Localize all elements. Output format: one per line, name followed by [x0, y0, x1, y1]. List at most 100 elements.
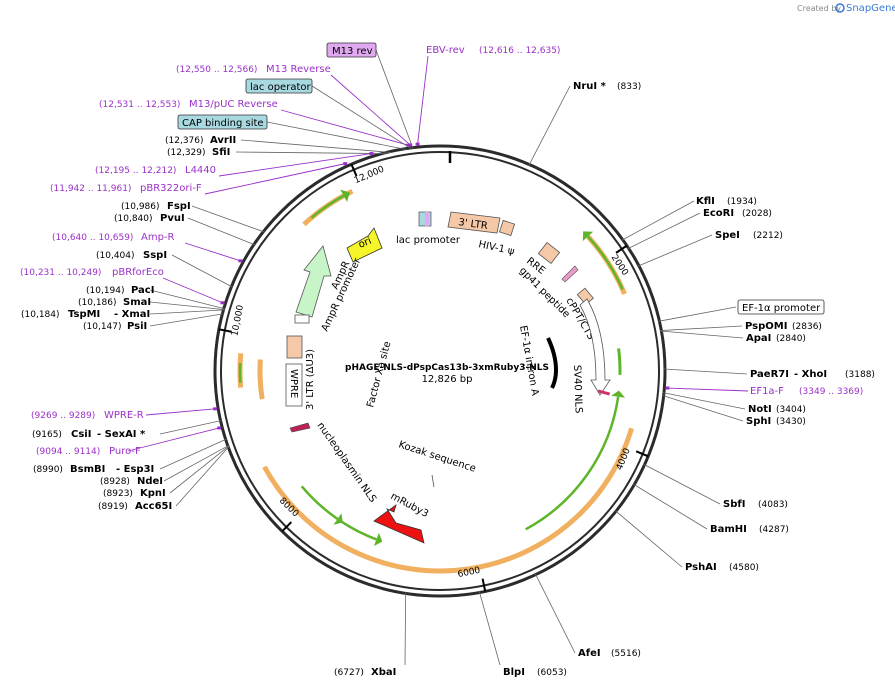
site-acc65i[interactable]: (8919)Acc65I: [98, 501, 172, 512]
svg-text:(10,147): (10,147): [83, 322, 122, 332]
site-noti[interactable]: NotI(3404): [748, 404, 806, 415]
kozak-leader: [431, 474, 435, 488]
svg-text:(10,840): (10,840): [114, 214, 153, 224]
svg-text:(12,195 .. 12,212): (12,195 .. 12,212): [95, 166, 176, 176]
site-tspmi-xmai[interactable]: (10,184)TspMI- XmaI: [21, 309, 150, 320]
svg-text:(2840): (2840): [776, 334, 806, 344]
site-sphi[interactable]: SphI(3430): [746, 416, 806, 427]
primer-pbrforeco[interactable]: (10,231 .. 10,249)pBRforEco: [20, 267, 164, 278]
primer-wpre-r[interactable]: (9269 .. 9289)WPRE-R: [31, 410, 144, 421]
site-nrui[interactable]: NruI *(833): [573, 81, 641, 92]
rre-box: [537, 241, 561, 265]
sv40-nls-label: SV40 NLS: [571, 365, 584, 414]
svg-text:FspI: FspI: [167, 201, 191, 212]
tick-2000: [615, 244, 628, 254]
svg-text:PaeR7I: PaeR7I: [750, 369, 789, 380]
ef1a-promoter-box[interactable]: EF-1α promoter: [737, 299, 825, 315]
svg-text:(12,329): (12,329): [167, 148, 206, 158]
tick-12000: [350, 163, 358, 177]
box-leader-1: [311, 85, 412, 150]
site-kfli[interactable]: KflI(1934): [696, 196, 757, 207]
site-sbfi[interactable]: SbfI(4083): [723, 499, 788, 510]
site-kpni[interactable]: (8923)KpnI: [103, 488, 166, 499]
leader-8: [662, 395, 744, 422]
primer-ebv-rev[interactable]: EBV-rev(12,616 .. 12,635): [426, 45, 560, 56]
site-pvui[interactable]: (10,840)PvuI: [114, 213, 185, 224]
site-bsmbi-esp3i[interactable]: (8990)BsmBI- Esp3I: [33, 464, 154, 475]
leader-12: [534, 573, 576, 654]
plasmid-name: pHAGE-NLS-dPspCas13b-3xmRuby3-NLS: [345, 363, 549, 373]
m13-rev-box[interactable]: M13 rev: [326, 42, 377, 58]
site-ndei[interactable]: (8928)NdeI: [100, 476, 163, 487]
primer-l4440[interactable]: (12,195 .. 12,212)L4440: [95, 165, 216, 176]
svg-text:(1934): (1934): [727, 197, 757, 207]
site-sfii[interactable]: (12,329)SfiI: [167, 147, 230, 158]
site-ecori[interactable]: EcoRI(2028): [703, 208, 772, 219]
site-fspi[interactable]: (10,986)FspI: [121, 201, 191, 212]
site-psii[interactable]: (10,147) PsiI: [83, 321, 147, 332]
primer-m13-reverse[interactable]: (12,550 .. 12,566) M13 Reverse: [176, 64, 331, 75]
site-afei[interactable]: AfeI(5516): [578, 648, 641, 659]
svg-text:TspMI: TspMI: [68, 309, 100, 320]
site-pshai[interactable]: PshAI(4580): [685, 562, 759, 573]
site-bamhi[interactable]: BamHI(4287): [710, 524, 789, 535]
primer-leader-3: [218, 153, 372, 177]
svg-text:(8928): (8928): [100, 477, 130, 487]
primer-amp-r[interactable]: (10,640 .. 10,659)Amp-R: [52, 232, 175, 243]
leader-15: [175, 446, 230, 507]
svg-text:SspI: SspI: [143, 250, 167, 261]
leader-28: [240, 139, 392, 153]
site-paci[interactable]: (10,194)PacI: [86, 285, 154, 296]
lac-promoter-label: lac promoter: [396, 235, 461, 246]
hiv-psi-box: [498, 219, 516, 237]
orf-arrow-5-head: [333, 513, 343, 525]
leader-29: [658, 306, 737, 322]
svg-text:Acc65I: Acc65I: [135, 501, 172, 512]
wpre-label: WPRE: [288, 369, 299, 398]
primer-puro-f[interactable]: (9094 .. 9114)Puro-F: [36, 446, 141, 457]
site-apai[interactable]: ApaI(2840): [746, 333, 806, 344]
site-paer7i-xhoi[interactable]: PaeR7I- XhoI(3188): [750, 369, 875, 380]
svg-text:NotI: NotI: [748, 404, 772, 415]
leader-10: [633, 483, 708, 530]
orf-band-6: [257, 359, 265, 400]
site-xbai[interactable]: (6727)XbaI: [334, 667, 396, 678]
site-csii-sexai[interactable]: (9165)CsiI- SexAI *: [32, 429, 146, 440]
svg-text:(9094 .. 9114): (9094 .. 9114): [36, 447, 100, 457]
primer-m13-puc-reverse[interactable]: (12,531 .. 12,553)M13/pUC Reverse: [99, 99, 278, 110]
svg-text:(9269 .. 9289): (9269 .. 9289): [31, 411, 95, 421]
cap-binding-box[interactable]: CAP binding site: [177, 114, 268, 130]
site-avrii[interactable]: (12,376)AvrII: [165, 135, 236, 146]
ori-feature[interactable]: ori: [346, 227, 383, 263]
svg-text:(12,550 .. 12,566): (12,550 .. 12,566): [176, 65, 257, 75]
svg-text:(4287): (4287): [759, 525, 789, 535]
ef1a-intron-label: EF-1α intron A: [517, 325, 540, 397]
svg-text:(10,404): (10,404): [96, 251, 135, 261]
svg-text:AfeI: AfeI: [578, 648, 601, 659]
svg-text:M13/pUC Reverse: M13/pUC Reverse: [189, 99, 278, 110]
svg-text:- XmaI: - XmaI: [114, 309, 150, 320]
tick-10000: [218, 328, 232, 333]
leader-9: [643, 463, 721, 505]
svg-text:(3430): (3430): [776, 417, 806, 427]
svg-text:EcoRI: EcoRI: [703, 208, 734, 219]
site-sspi[interactable]: (10,404) SspI: [96, 250, 167, 261]
site-spei[interactable]: SpeI(2212): [715, 230, 783, 241]
orf-arrow-7-head: [340, 189, 350, 202]
mruby3-feature[interactable]: mRuby3: [373, 491, 430, 544]
lac-promoter-feature[interactable]: lac promoter: [396, 211, 461, 246]
orf-arrow-3-head: [611, 390, 626, 398]
site-blpi[interactable]: BlpI(6053): [503, 667, 567, 678]
primer-pbr322ori-f[interactable]: (11,942 .. 11,961)pBR322ori-F: [50, 183, 202, 194]
three-ltr-feature[interactable]: 3' LTR: [447, 211, 501, 234]
cppt-box: [576, 287, 594, 306]
lac-operator-box[interactable]: lac operator: [245, 78, 313, 94]
primer-ef1a-f[interactable]: EF1a-F(3349 .. 3369): [750, 386, 863, 397]
snapgene-logo-text: SnapGene: [846, 3, 895, 14]
site-pspomi[interactable]: PspOMI(2836): [745, 321, 822, 332]
svg-text:M13 Reverse: M13 Reverse: [266, 64, 331, 75]
orf-arrow-1-head: [582, 231, 594, 242]
svg-text:PsiI: PsiI: [127, 321, 147, 332]
primer-mark-6: [220, 301, 225, 305]
site-smai[interactable]: (10,186)SmaI: [78, 297, 151, 308]
